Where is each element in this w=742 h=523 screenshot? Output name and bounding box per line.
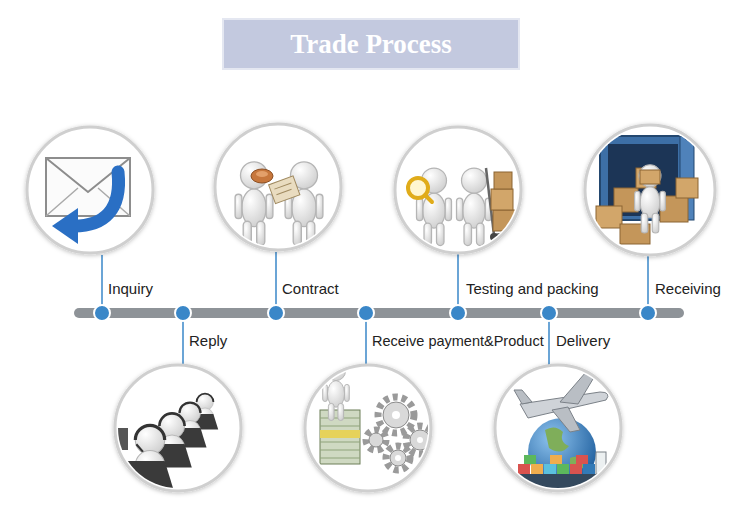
- container-icon: [635, 165, 666, 233]
- testing-icon: [408, 168, 516, 246]
- step-label: Inquiry: [108, 280, 153, 298]
- call-center-icon: [135, 425, 164, 440]
- delivery-icon: [560, 372, 596, 404]
- timeline-bar: [74, 308, 684, 318]
- contract-icon: [269, 176, 300, 204]
- payment-product-icon: [320, 418, 360, 458]
- payment-product-icon: [390, 450, 406, 466]
- delivery-icon: [550, 455, 562, 464]
- container-icon: [640, 170, 660, 184]
- contract-icon: [235, 162, 273, 246]
- payment-product-icon: [369, 433, 383, 447]
- icon-circle: [585, 125, 715, 255]
- icon-circle: [215, 124, 341, 250]
- payment-product-icon: [383, 402, 409, 428]
- timeline-dot: [94, 305, 656, 321]
- icon-circle: [495, 365, 621, 491]
- timeline-dot: [175, 305, 191, 321]
- delivery-icon: [557, 464, 569, 474]
- leader-line: [275, 252, 277, 313]
- delivery-icon: [570, 464, 582, 474]
- call-center-icon: [180, 403, 201, 414]
- call-center-icon: [119, 488, 178, 493]
- contract-icon: [256, 171, 268, 177]
- call-center-icon: [123, 461, 173, 488]
- testing-icon: [493, 210, 515, 231]
- testing-icon: [494, 232, 516, 235]
- title-banner: Trade Process: [222, 18, 520, 70]
- delivery-icon: [506, 372, 612, 490]
- contract-icon: [285, 162, 323, 246]
- payment-product-icon: [320, 442, 360, 443]
- contract-icon: [269, 176, 300, 204]
- payment-product-icon: [392, 411, 400, 419]
- timeline-dot: [94, 305, 110, 321]
- payment-product-icon: [320, 450, 360, 451]
- icon-circle: [27, 124, 715, 491]
- call-center-icon: [136, 444, 143, 452]
- timeline-dot: [450, 305, 466, 321]
- delivery-icon: [506, 474, 612, 490]
- delivery-icon: [518, 464, 530, 474]
- step-label: Contract: [282, 280, 339, 298]
- timeline-dot: [640, 305, 656, 321]
- icon-circle: [395, 127, 521, 253]
- call-center-icon: [197, 394, 214, 402]
- payment-product-icon: [320, 362, 434, 470]
- container-icon: [596, 136, 698, 244]
- step-label: Reply: [189, 332, 227, 350]
- payment-product-icon: [392, 411, 423, 461]
- testing-icon: [491, 189, 513, 210]
- payment-product-icon: [320, 458, 360, 459]
- call-center-icon: [159, 413, 184, 426]
- delivery-icon: [583, 464, 595, 474]
- delivery-icon: [531, 464, 543, 474]
- payment-product-icon: [369, 402, 430, 466]
- payment-product-icon: [320, 430, 360, 438]
- payment-product-icon: [320, 426, 360, 427]
- timeline-dot: [358, 305, 374, 321]
- payment-product-icon: [366, 430, 386, 450]
- call-center-icon: [118, 428, 128, 450]
- contract-icon: [274, 183, 291, 189]
- icon-circle: [27, 127, 153, 253]
- step-label: Delivery: [556, 332, 610, 350]
- delivery-icon: [524, 455, 536, 464]
- testing-icon: [494, 172, 512, 189]
- contract-icon: [276, 189, 291, 194]
- delivery-icon: [576, 455, 588, 464]
- envelope-icon: [52, 208, 78, 244]
- contract-icon: [235, 162, 323, 246]
- timeline-dot: [268, 305, 284, 321]
- contract-icon: [251, 169, 273, 183]
- step-label: Receive payment&Product: [372, 332, 544, 350]
- testing-icon: [425, 195, 432, 202]
- payment-product-icon: [323, 362, 350, 421]
- delivery-icon: [596, 452, 606, 474]
- payment-product-icon: [386, 446, 410, 470]
- step-label: Testing and packing: [466, 280, 599, 298]
- payment-product-icon: [366, 397, 434, 470]
- timeline-dot: [541, 305, 557, 321]
- envelope-icon: [74, 172, 119, 226]
- leader-line: [102, 252, 648, 368]
- payment-product-icon: [395, 455, 401, 461]
- delivery-icon: [544, 464, 556, 474]
- payment-product-icon: [410, 430, 430, 450]
- testing-icon: [490, 233, 498, 241]
- step-label: Receiving: [655, 280, 721, 298]
- container-icon: [676, 178, 698, 198]
- envelope-icon: [46, 158, 130, 244]
- container-icon: [596, 206, 622, 228]
- call-center-icon: [118, 394, 218, 494]
- delivery-icon: [552, 407, 580, 432]
- delivery-icon: [514, 390, 532, 404]
- payment-product-icon: [417, 437, 423, 443]
- icon-circle: [115, 365, 241, 491]
- call-center-icon: [119, 425, 178, 493]
